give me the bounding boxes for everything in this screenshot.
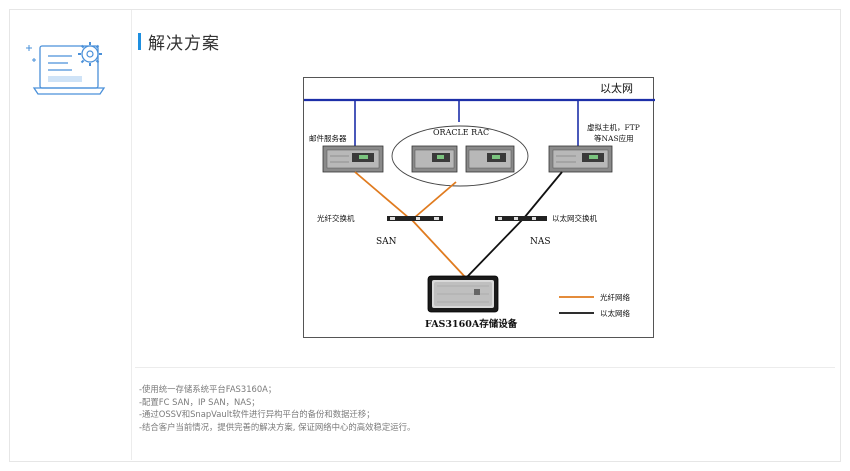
note-line: -配置FC SAN，IP SAN，NAS； xyxy=(139,396,260,407)
ethernet-switch-label: 以太网交换机 xyxy=(552,213,597,223)
ethernet-switch xyxy=(495,216,547,221)
title-accent-bar xyxy=(138,32,141,50)
note-line: -使用统一存储系统平台FAS3160A； xyxy=(139,384,277,394)
network-diagram: 以太网 ORACLE RAC 邮件服务器 虚拟主机，FTP 等NAS应用 xyxy=(303,77,655,338)
vm-label-line2: 等NAS应用 xyxy=(594,133,634,143)
oracle-rac-server-1 xyxy=(411,145,458,173)
ethernet-label: 以太网 xyxy=(600,82,633,95)
nas-label: NAS xyxy=(530,237,551,247)
mail-server xyxy=(322,145,384,173)
vm-label-line1: 虚拟主机，FTP xyxy=(587,122,640,132)
legend-fiber-label: 光纤网络 xyxy=(600,292,630,302)
fas3160a-storage xyxy=(427,275,499,313)
fc-switch xyxy=(387,216,443,221)
oracle-rac-server-2 xyxy=(465,145,515,173)
nas-app-server xyxy=(548,145,613,173)
fc-switch-label: 光纤交换机 xyxy=(317,213,355,223)
vertical-divider xyxy=(131,10,132,460)
oracle-rac-label: ORACLE RAC xyxy=(433,128,489,137)
storage-label: FAS3160A存储设备 xyxy=(425,318,518,330)
legend-ethernet-label: 以太网络 xyxy=(600,308,630,318)
section-header: 解决方案 xyxy=(138,30,220,54)
oracle-rac-cluster xyxy=(391,125,529,187)
solution-notes: -使用统一存储系统平台FAS3160A； -配置FC SAN，IP SAN，NA… xyxy=(139,383,415,433)
horizontal-divider xyxy=(135,367,835,368)
note-line: -结合客户当前情况，提供完善的解决方案, 保证网络中心的高效稳定运行。 xyxy=(139,421,416,432)
laptop-gear-icon xyxy=(20,32,120,102)
san-label: SAN xyxy=(376,237,397,247)
section-title: 解决方案 xyxy=(148,33,220,54)
note-line: -通过OSSV和SnapVault软件进行异构平台的备份和数据迁移； xyxy=(139,409,375,420)
mail-server-label: 邮件服务器 xyxy=(309,133,347,143)
